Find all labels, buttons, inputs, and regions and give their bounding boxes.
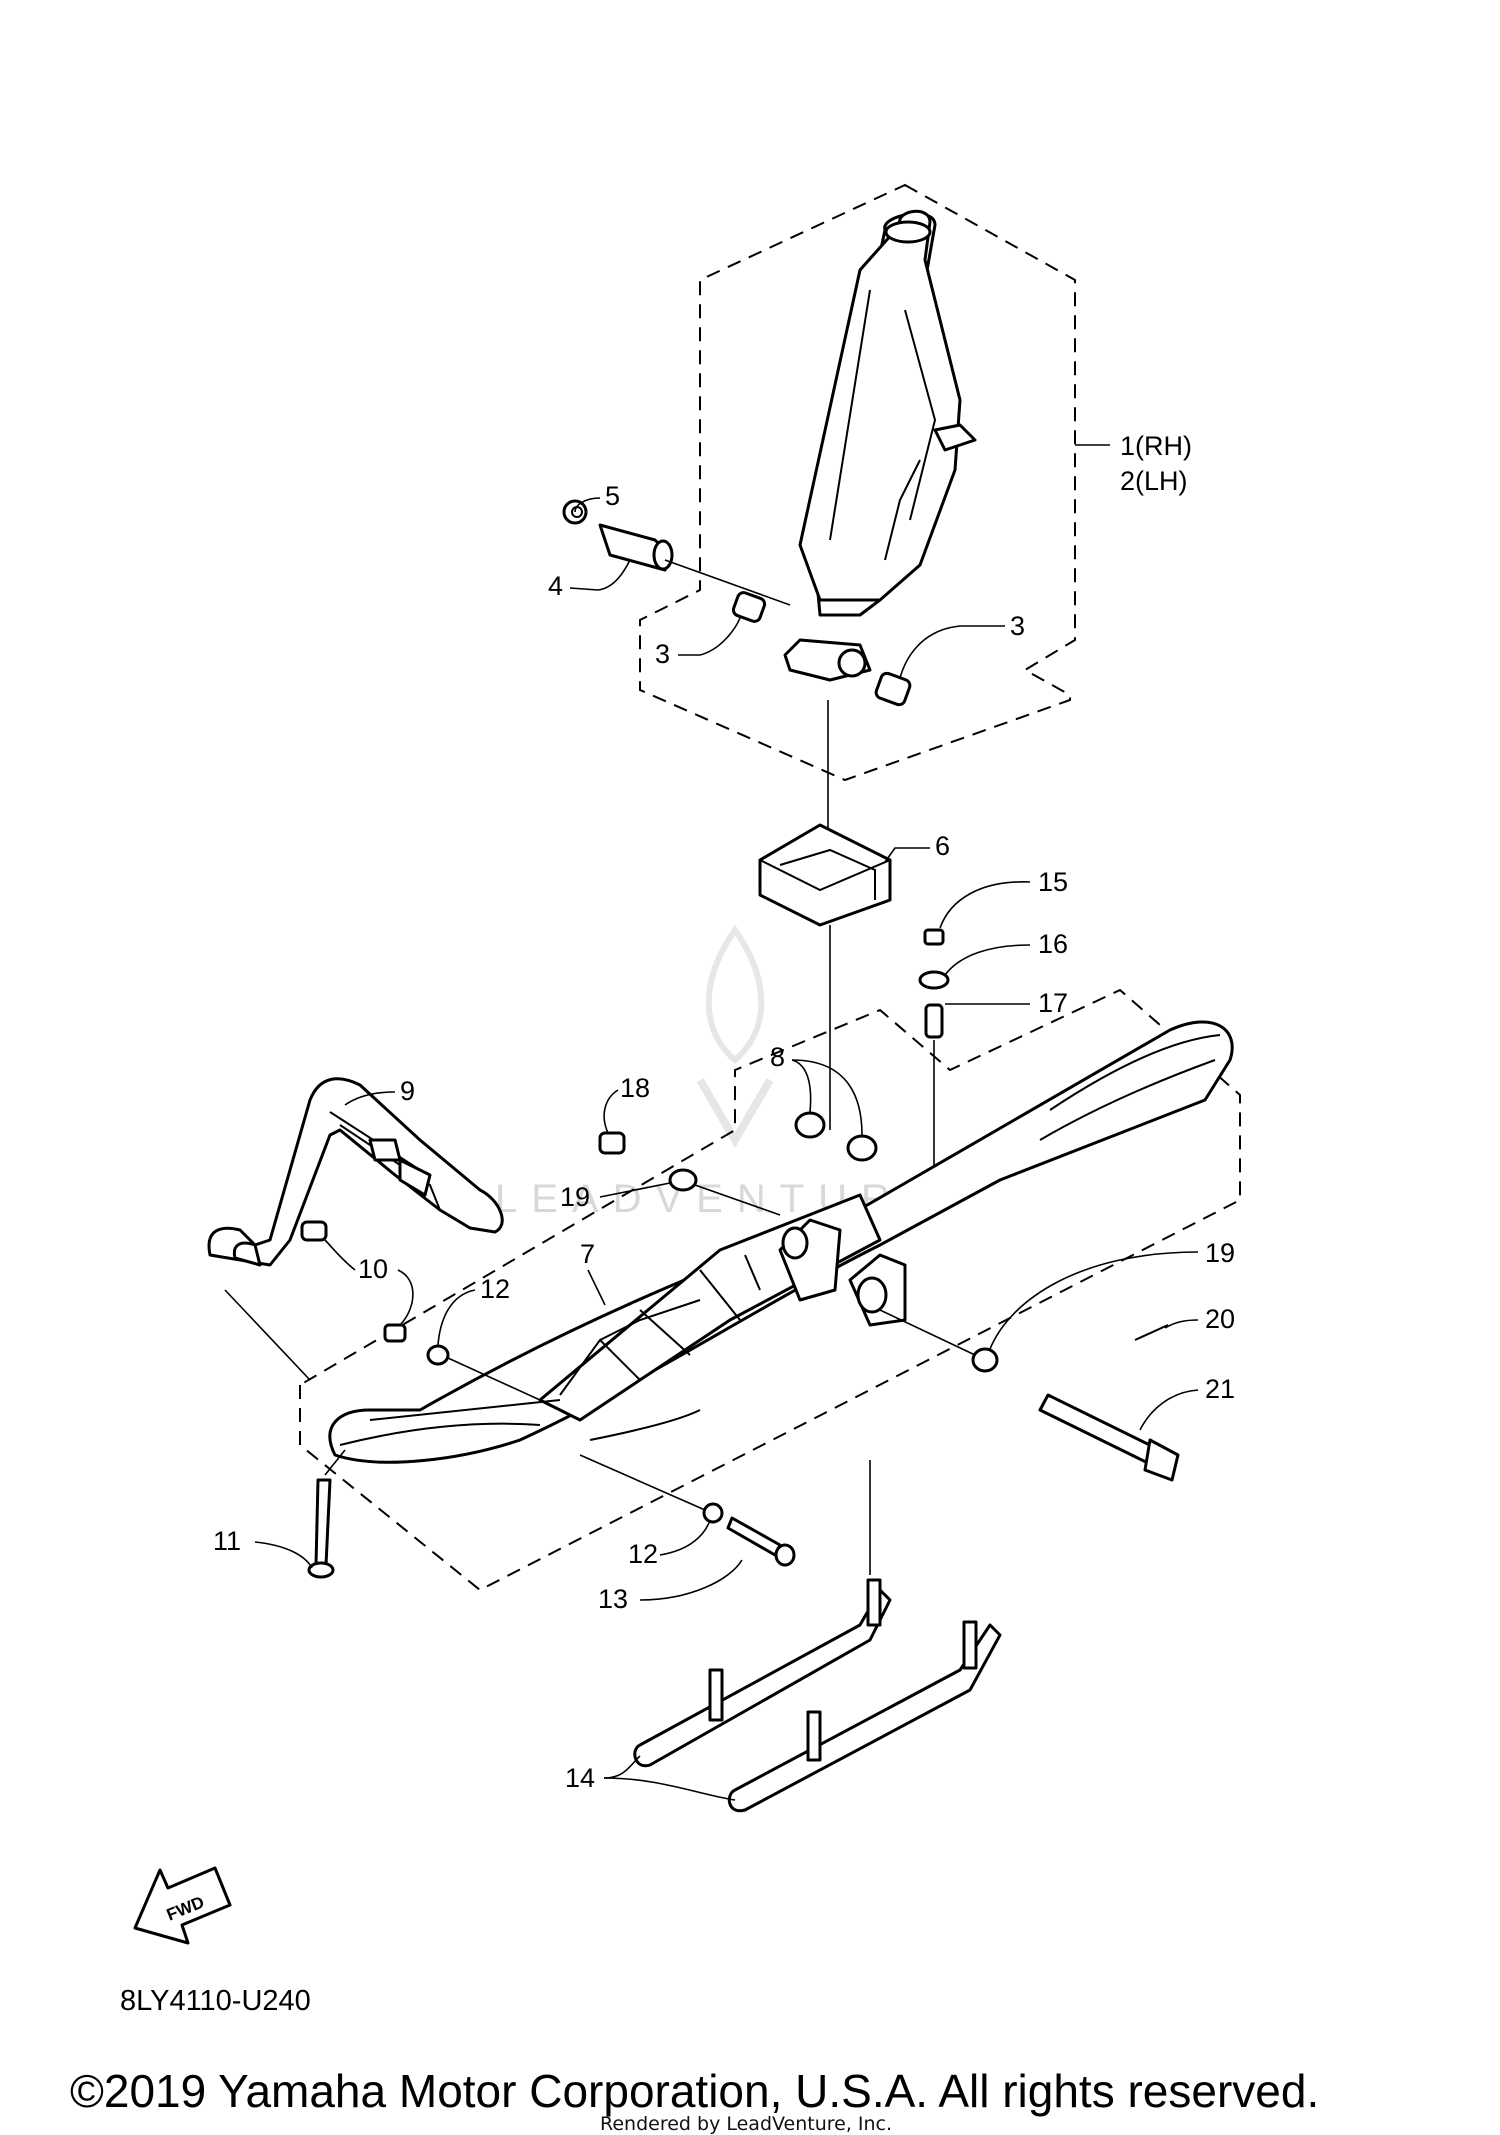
pin-part-20 (1134, 1324, 1169, 1341)
leader-18 (603, 1089, 619, 1134)
watermark-logo (696, 924, 774, 1148)
spindle-part (783, 209, 977, 682)
runner-part-14 (633, 1578, 1002, 1813)
collar-part-4 (598, 523, 674, 572)
fwd-arrow-icon: FWD (133, 1866, 232, 1945)
nut-part-18 (598, 1131, 626, 1155)
diagram-code: 8LY4110-U240 (120, 1985, 311, 2017)
callout-7: 7 (580, 1239, 595, 1269)
callout-9: 9 (400, 1076, 415, 1106)
axis-line-12a (447, 1357, 541, 1401)
leader-8a (791, 1059, 812, 1113)
leader-10 (397, 1269, 414, 1326)
washer-part-16 (918, 970, 950, 990)
leader-19b (989, 1251, 1199, 1350)
leader-3a (678, 617, 741, 656)
callout-10: 10 (358, 1254, 388, 1284)
ski-group-box (299, 988, 1241, 1592)
copyright-text: ©2019 Yamaha Motor Corporation, U.S.A. A… (70, 2065, 1319, 2117)
callout-1: 1(RH) (1120, 431, 1192, 461)
leader-11 (254, 1541, 313, 1569)
leader-13 (639, 1559, 743, 1601)
washer-part-19b (971, 1347, 999, 1373)
spindle-group-box (639, 183, 1076, 782)
callout-17: 17 (1038, 988, 1068, 1018)
pad-part-6 (758, 823, 892, 927)
callout-4: 4 (548, 571, 563, 601)
nut-part-15 (923, 928, 945, 946)
leader-9 (344, 1091, 396, 1106)
callout-3a: 3 (655, 639, 670, 669)
callout-16: 16 (1038, 929, 1068, 959)
leader-14b (603, 1777, 736, 1801)
leader-15 (939, 881, 1031, 929)
leader-21 (1139, 1389, 1199, 1431)
leader-16 (944, 944, 1031, 976)
axis-line-19b (879, 1309, 976, 1356)
axis-line-11 (324, 1449, 346, 1476)
leader-4 (569, 559, 631, 591)
nut-part-10 (300, 1220, 328, 1242)
callout-2: 2(LH) (1120, 466, 1188, 496)
screw-part-13 (726, 1516, 796, 1567)
leader-12b (659, 1519, 711, 1556)
leader-5 (574, 497, 601, 513)
callout-12b: 12 (628, 1539, 658, 1569)
handle-axis-line (224, 1289, 311, 1381)
bushing-part-3b (874, 671, 912, 707)
callout-14: 14 (565, 1763, 595, 1793)
leader-7 (587, 1269, 606, 1306)
axis-line-upper (664, 559, 791, 606)
bushing-part-3a (731, 591, 767, 623)
bolt-part-21 (1038, 1393, 1180, 1482)
callout-6: 6 (935, 831, 950, 861)
callout-19b: 19 (1205, 1238, 1235, 1268)
callout-12a: 12 (480, 1274, 510, 1304)
callout-11: 11 (213, 1526, 241, 1556)
callout-8: 8 (770, 1042, 785, 1072)
ski-part-7 (328, 1020, 1234, 1464)
screw-part-11 (307, 1478, 335, 1579)
leader-19a (599, 1182, 671, 1198)
callout-21: 21 (1205, 1374, 1235, 1404)
leader-12a (437, 1289, 476, 1346)
callout-3b: 3 (1010, 611, 1025, 641)
callout-20: 20 (1205, 1304, 1235, 1334)
bushing-part-8 (794, 1111, 878, 1162)
callout-15: 15 (1038, 867, 1068, 897)
callout-18: 18 (620, 1073, 650, 1103)
handle-part-9 (207, 1077, 504, 1267)
rendered-by-text: Rendered by LeadVenture, Inc. (600, 2113, 892, 2135)
leader-3b (899, 625, 1005, 679)
leader-20 (1164, 1319, 1199, 1329)
collar-part-17 (924, 1003, 944, 1039)
nut-part-10b (383, 1323, 407, 1343)
axis-line-19a (694, 1184, 781, 1216)
axis-line-13 (579, 1454, 706, 1511)
washer-part-12a (426, 1344, 450, 1366)
washer-part-12b (702, 1502, 724, 1524)
callout-13: 13 (598, 1584, 628, 1614)
callout-19a: 19 (560, 1182, 590, 1212)
leader-6 (884, 847, 930, 863)
washer-part-19a (668, 1168, 698, 1192)
leader-10b (324, 1239, 356, 1271)
callout-5: 5 (605, 481, 620, 511)
leader-8b (791, 1059, 863, 1136)
